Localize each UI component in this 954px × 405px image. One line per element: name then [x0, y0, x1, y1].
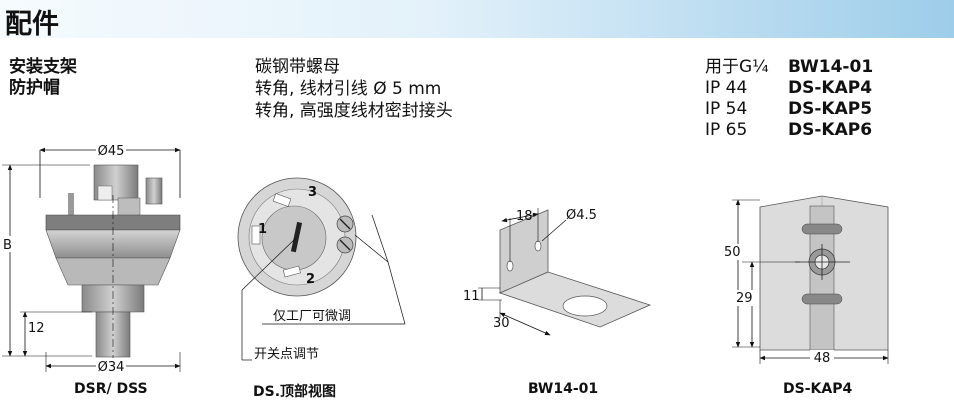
section-header: 配件 — [0, 0, 954, 40]
dim-48: 48 — [814, 351, 831, 366]
table-label: IP 65 — [705, 120, 748, 140]
caption-top-view: DS.顶部视图 — [253, 384, 337, 400]
table-code: BW14-01 — [788, 57, 874, 77]
pressure-switch-side-view: Ø45 B 12 Ø34 — [0, 143, 181, 375]
label-protective-cap: 防护帽 — [9, 78, 60, 98]
note-factory-fine-adjust: 仅工厂可微调 — [273, 309, 351, 324]
desc-line-3: 转角, 高强度线材密封接头 — [255, 101, 453, 121]
table-label: 用于G¼ — [705, 57, 769, 77]
section-title: 配件 — [5, 9, 59, 40]
table-code: DS-KAP4 — [788, 78, 873, 98]
desc-line-2: 转角, 线材引线 Ø 5 mm — [255, 79, 442, 99]
caption-bw14-01: BW14-01 — [528, 381, 599, 397]
dim-diameter-45: Ø45 — [98, 144, 125, 159]
table-code: DS-KAP5 — [788, 99, 873, 119]
dim-18: 18 — [516, 209, 533, 224]
caption-ds-kap4: DS-KAP4 — [783, 381, 853, 397]
label-mounting-bracket: 安装支架 — [9, 57, 77, 77]
top-view-drawing: 3 1 2 开关点调节 仅工厂可微调 — [237, 177, 406, 362]
dim-thread-12: 12 — [28, 321, 45, 336]
pin-label-2: 2 — [306, 272, 315, 287]
caption-dsr-dss: DSR/ DSS — [74, 381, 148, 397]
dim-11: 11 — [463, 289, 480, 304]
table-label: IP 44 — [705, 78, 748, 98]
protective-cap-drawing: 50 29 48 — [722, 195, 889, 366]
dim-hole-4-5: Ø4.5 — [566, 208, 597, 223]
dim-50: 50 — [724, 245, 741, 260]
dim-height-b: B — [3, 238, 12, 253]
pin-label-3: 3 — [308, 185, 317, 200]
bracket-drawing: 18 Ø4.5 11 30 — [463, 208, 652, 336]
pin-label-1: 1 — [258, 222, 267, 237]
dim-29: 29 — [736, 291, 753, 306]
table-code: DS-KAP6 — [788, 120, 873, 140]
dim-30: 30 — [493, 316, 510, 331]
table-label: IP 54 — [705, 99, 748, 119]
desc-line-1: 碳钢带螺母 — [255, 57, 340, 77]
dim-diameter-34: Ø34 — [98, 360, 125, 375]
note-switch-point-adjust: 开关点调节 — [254, 347, 319, 362]
